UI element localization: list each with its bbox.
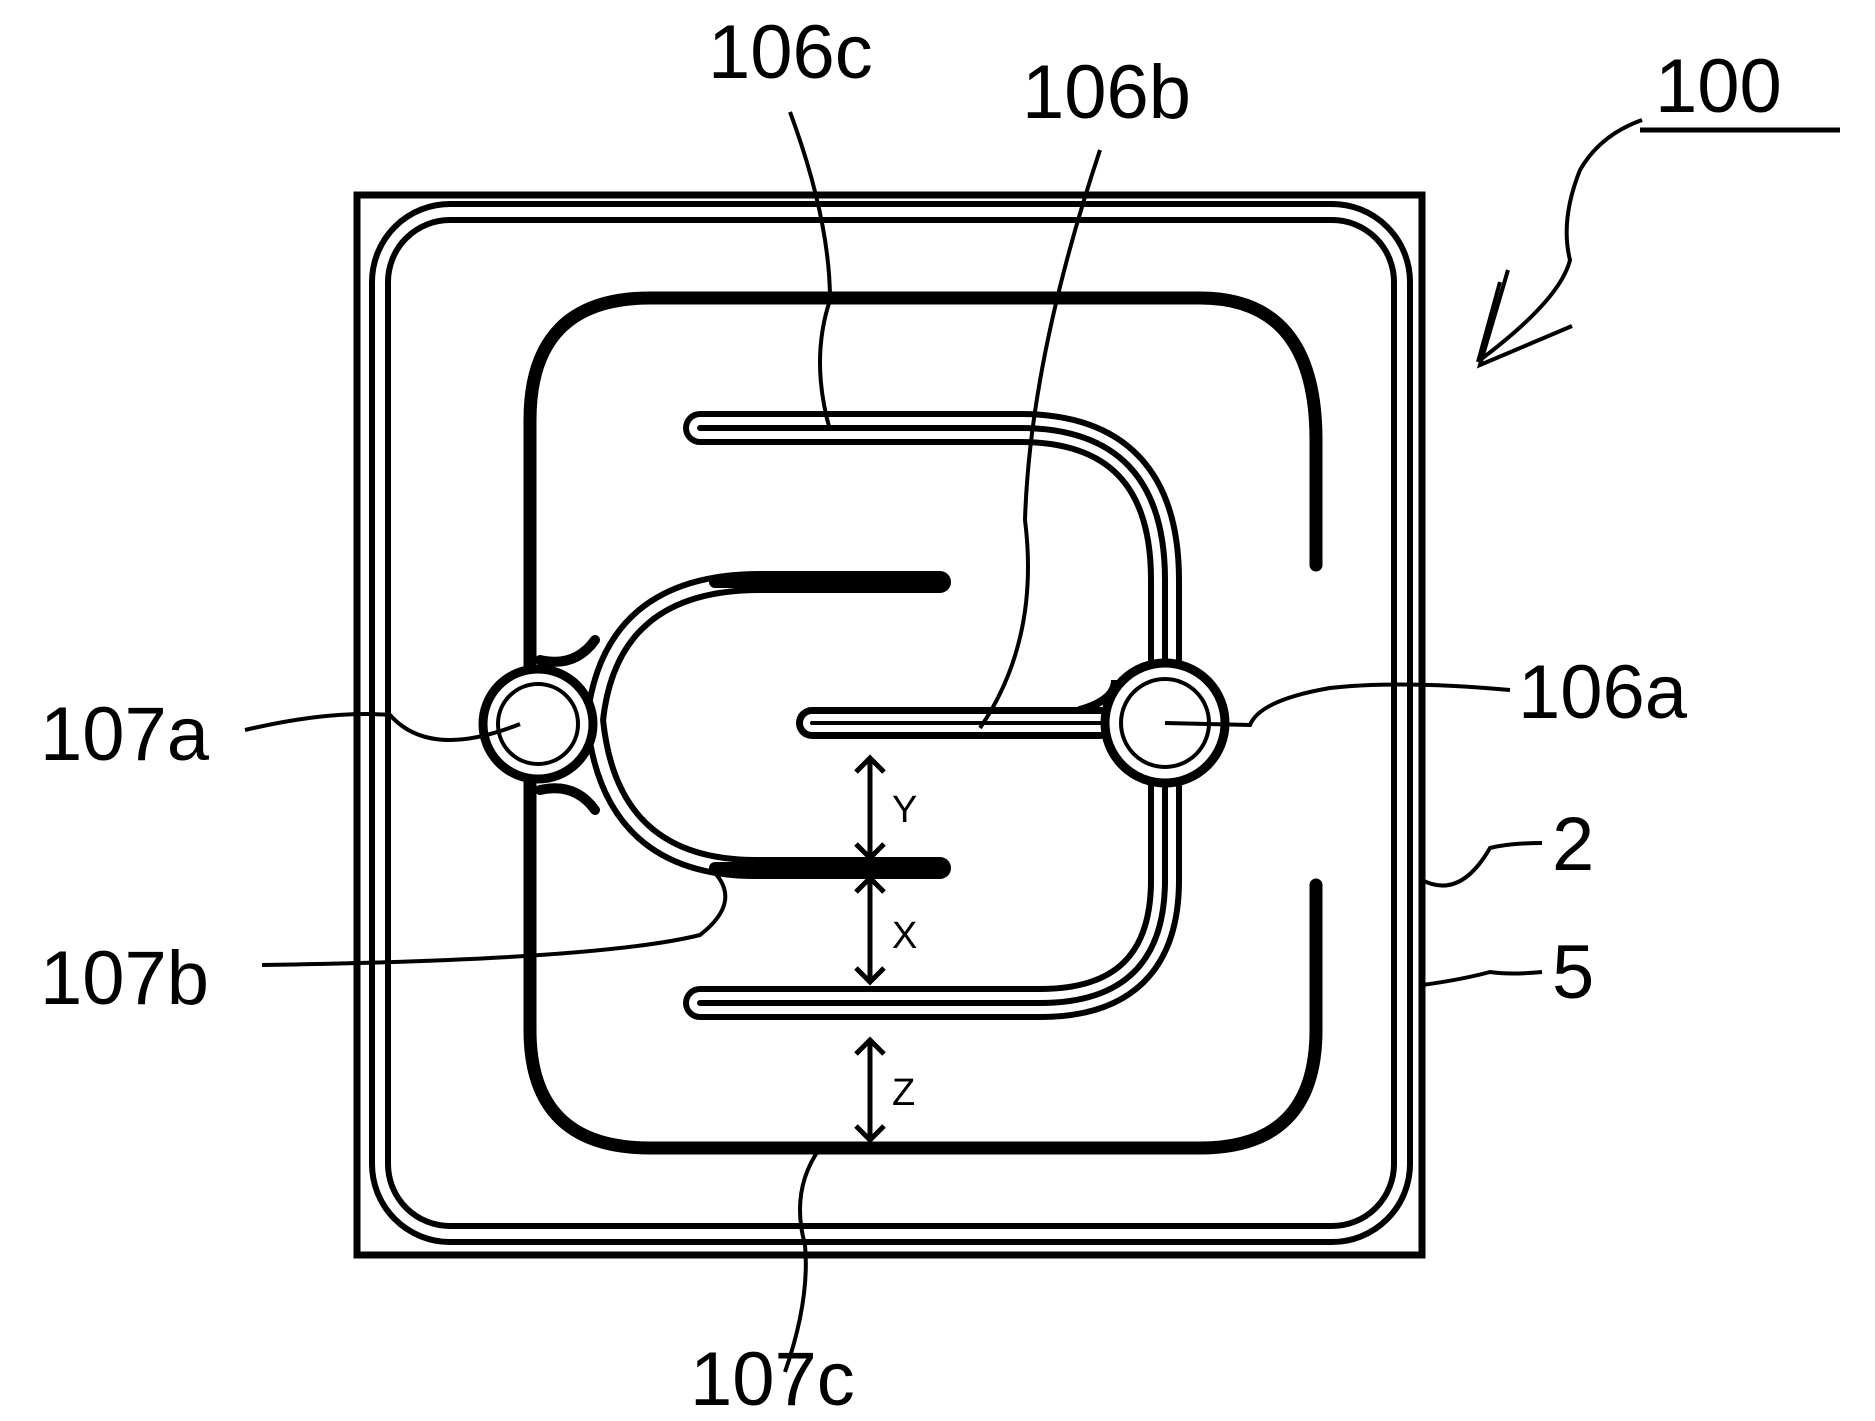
label-106a: 106a bbox=[1518, 650, 1688, 735]
label-100: 100 bbox=[1655, 44, 1782, 129]
label-106b: 106b bbox=[1022, 50, 1191, 135]
label-106c: 106c bbox=[708, 10, 873, 95]
label-107a: 107a bbox=[40, 692, 210, 777]
dimension-label-x: X bbox=[892, 915, 917, 957]
dimension-label-z: Z bbox=[892, 1072, 915, 1114]
label-2: 2 bbox=[1552, 802, 1594, 887]
label-107c: 107c bbox=[690, 1337, 855, 1416]
pad-107a bbox=[483, 669, 593, 779]
dimension-label-y: Y bbox=[892, 789, 917, 831]
label-5: 5 bbox=[1552, 930, 1594, 1015]
label-107b: 107b bbox=[40, 936, 209, 1021]
